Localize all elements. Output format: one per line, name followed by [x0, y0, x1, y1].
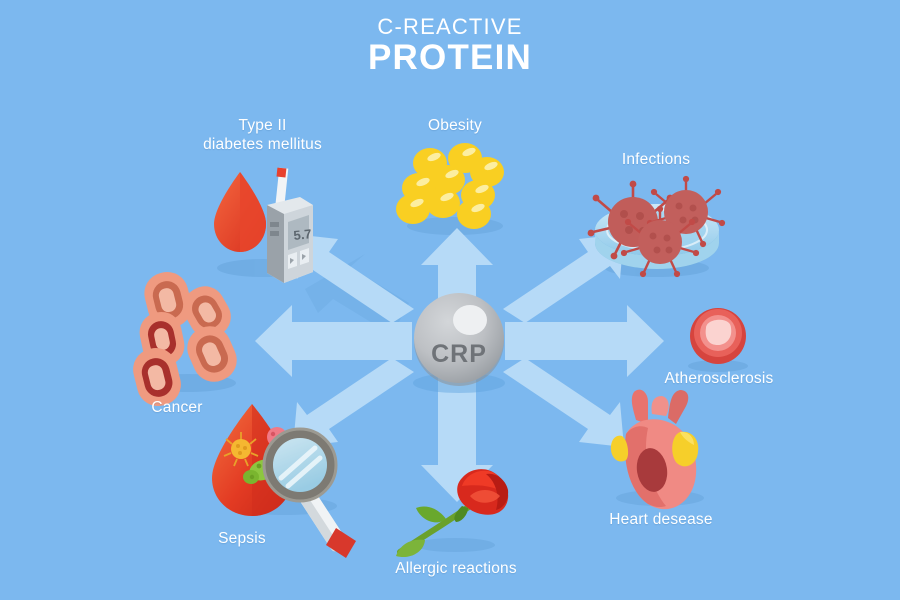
crp-label: CRP	[431, 340, 487, 368]
title-line-2: PROTEIN	[368, 38, 532, 77]
arrow-right	[505, 305, 664, 377]
artery-plaque-icon	[690, 308, 746, 364]
petri-dish-virus-icon	[587, 175, 726, 278]
arrow-up	[421, 228, 493, 318]
arrow-down	[421, 362, 493, 502]
crp-center-node[interactable]: CRP	[413, 293, 505, 393]
arrow-up-right	[503, 234, 624, 323]
fat-cells-icon	[396, 143, 504, 229]
cancer-cells-icon	[133, 271, 237, 407]
svg-text:5.7: 5.7	[293, 226, 313, 243]
title-line-1: C-REACTIVE	[377, 14, 523, 39]
page-title: C-REACTIVE PROTEIN	[0, 14, 900, 78]
rose-flower-icon	[396, 469, 509, 558]
arrow-up-left	[293, 234, 414, 323]
blood-drop-magnifier-icon	[212, 404, 356, 558]
arrow-layer	[255, 228, 664, 502]
virus-particle	[620, 205, 700, 278]
virus-particle	[646, 175, 726, 248]
germ-virus	[223, 432, 259, 467]
arrow-left	[255, 305, 412, 377]
arrow-down-right	[503, 358, 624, 447]
blood-drop-glucometer-icon: 5.7	[214, 167, 313, 283]
arrow-down-left	[293, 358, 414, 447]
heart-icon	[610, 389, 699, 510]
